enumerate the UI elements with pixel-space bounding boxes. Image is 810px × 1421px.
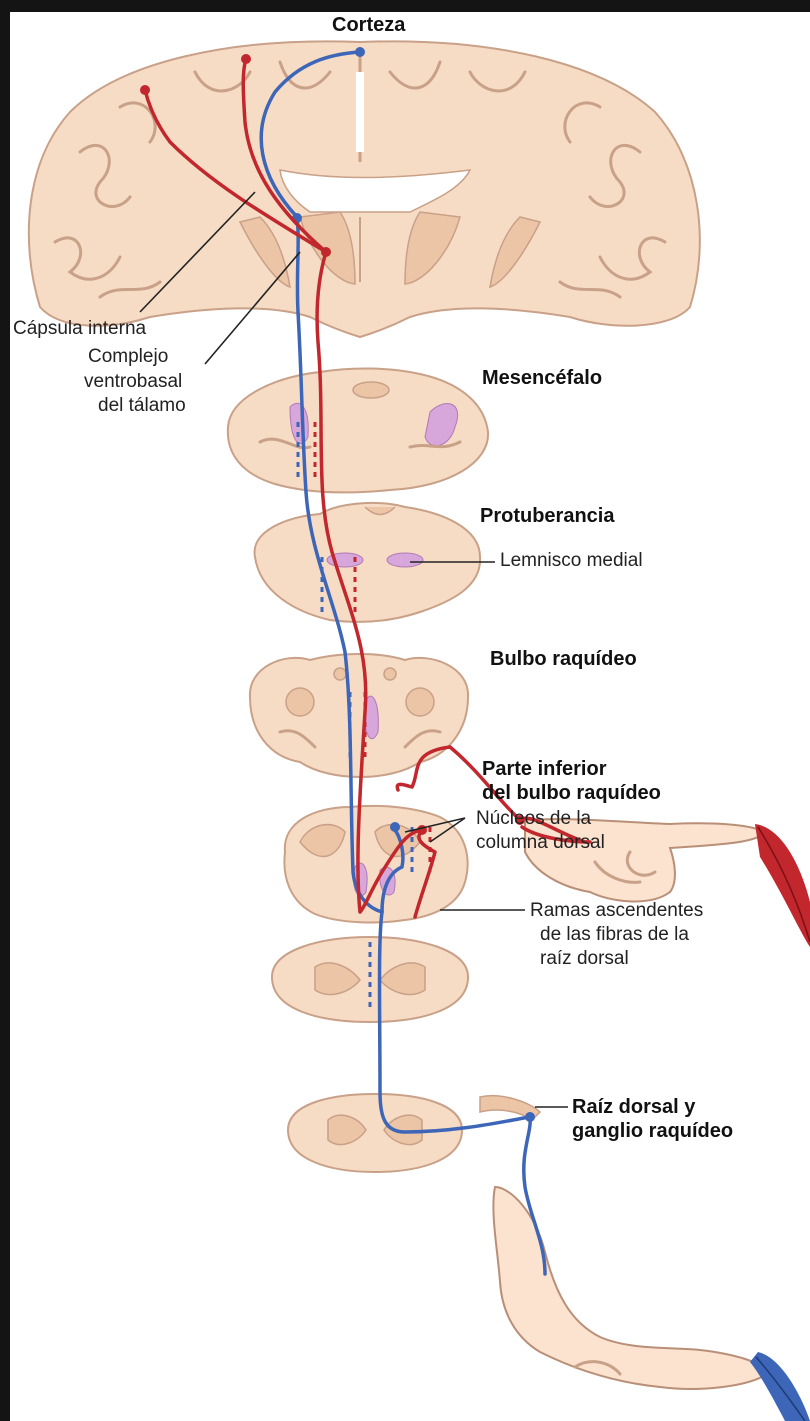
brain-coronal-section — [29, 41, 700, 337]
label-complejo-line1: Complejo — [88, 346, 168, 367]
red-thalamus-neuron — [321, 247, 331, 257]
blue-cortex-neuron — [355, 47, 365, 57]
blue-gracile-nucleus-neuron — [390, 822, 400, 832]
label-complejo-line2: ventrobasal — [84, 371, 182, 392]
label-complejo-line3: del tálamo — [98, 395, 186, 416]
red-feather-illustration — [755, 824, 810, 947]
diagram-frame: Corteza Cápsula interna Complejo ventrob… — [10, 12, 810, 1421]
blue-feather-illustration — [750, 1352, 810, 1421]
label-lemnisco-medial: Lemnisco medial — [500, 550, 643, 571]
label-nucleos-line1: Núcleos de la — [476, 808, 592, 829]
label-corteza: Corteza — [332, 14, 406, 36]
spinal-cord-upper-section — [272, 937, 468, 1022]
blue-dorsal-root-ganglion — [525, 1112, 535, 1122]
label-mesencefalo: Mesencéfalo — [482, 367, 602, 389]
label-ramas-line1: Ramas ascendentes — [530, 900, 703, 921]
mesencephalon-section — [228, 368, 488, 492]
label-parte-inferior-line2: del bulbo raquídeo — [482, 782, 661, 804]
label-raiz-line2: ganglio raquídeo — [572, 1120, 733, 1142]
label-raiz-line1: Raíz dorsal y — [572, 1096, 696, 1118]
label-ramas-line3: raíz dorsal — [540, 948, 629, 969]
dorsal-column-pathway-diagram: Corteza Cápsula interna Complejo ventrob… — [10, 12, 810, 1421]
label-parte-inferior-line1: Parte inferior — [482, 758, 607, 780]
red-cortex-neuron-b — [140, 85, 150, 95]
red-cortex-neuron-a — [241, 54, 251, 64]
label-ramas-line2: de las fibras de la — [540, 924, 689, 945]
label-protuberancia: Protuberancia — [480, 505, 615, 527]
foot-illustration — [493, 1187, 770, 1389]
label-capsula-interna: Cápsula interna — [13, 318, 147, 339]
medulla-section — [250, 654, 468, 777]
label-nucleos-line2: columna dorsal — [476, 832, 605, 853]
label-bulbo-raquideo: Bulbo raquídeo — [490, 648, 637, 670]
